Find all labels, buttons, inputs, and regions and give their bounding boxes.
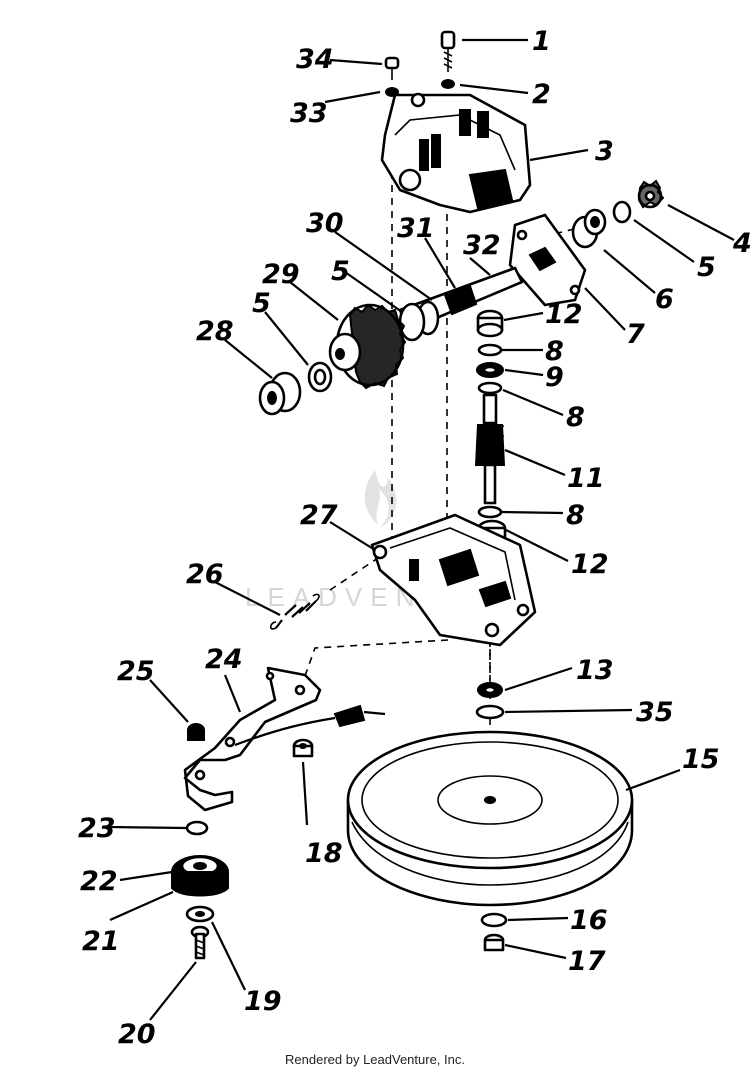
callout-4: 4	[732, 228, 750, 259]
callout-30: 30	[306, 208, 344, 239]
callout-26: 26	[186, 559, 224, 590]
nut-17	[483, 933, 505, 952]
washer-8-a	[477, 343, 503, 357]
washer-2	[441, 79, 455, 89]
callout-6: 6	[655, 284, 674, 315]
washer-33	[385, 87, 399, 97]
callout-8-c: 8	[566, 500, 585, 531]
bolt-1	[440, 30, 456, 72]
callout-12-top: 12	[545, 299, 583, 330]
callout-16: 16	[570, 905, 608, 936]
callout-7: 7	[626, 319, 645, 350]
bushing-28	[258, 371, 302, 416]
callout-12-bottom: 12	[571, 549, 609, 580]
callout-5-left-lower: 5	[252, 288, 271, 319]
washer-8-b	[477, 381, 503, 395]
callout-33: 33	[290, 98, 328, 129]
bearing-13	[477, 682, 503, 698]
callout-18: 18	[305, 838, 343, 869]
bearing-9	[476, 362, 504, 378]
bushing-12-top	[476, 309, 504, 338]
bolt-34	[384, 56, 400, 80]
idler-pulley-22	[171, 855, 229, 897]
lower-housing	[370, 513, 537, 647]
callout-11: 11	[567, 463, 605, 494]
washer-35	[475, 704, 505, 720]
bracket-24	[183, 666, 322, 812]
washer-19-hole	[195, 911, 205, 917]
callout-21: 21	[82, 926, 120, 957]
callout-35: 35	[636, 697, 674, 728]
callout-22: 22	[80, 866, 118, 897]
nut-18	[292, 738, 314, 758]
washer-5-left-hole	[313, 368, 327, 386]
washer-8-c	[477, 505, 503, 519]
callout-32: 32	[463, 230, 501, 261]
callout-34: 34	[296, 44, 334, 75]
drive-pulley-15	[346, 730, 634, 907]
bushing-6	[571, 208, 607, 249]
gear-29	[328, 303, 407, 390]
plate-7	[508, 213, 587, 307]
callout-19: 19	[244, 986, 282, 1017]
washer-23	[185, 820, 209, 836]
callout-23: 23	[78, 813, 116, 844]
callout-20: 20	[118, 1019, 156, 1050]
callout-27: 27	[300, 500, 338, 531]
cable-end	[234, 704, 386, 747]
callout-9: 9	[545, 362, 564, 393]
leader-lines	[109, 38, 735, 1021]
bolt-20	[190, 925, 210, 960]
callout-2: 2	[532, 79, 551, 110]
callout-13: 13	[576, 655, 614, 686]
washer-16	[480, 912, 508, 928]
callout-17: 17	[568, 946, 606, 977]
worm-shaft-11	[474, 393, 506, 505]
callout-24: 24	[205, 644, 243, 675]
callout-8-b: 8	[566, 402, 585, 433]
shaft-32	[398, 266, 524, 342]
callouts: 1 2 3 4 5 6 7 12 8 9 8 11 8 12 13 35 15 …	[78, 26, 750, 1050]
upper-housing	[380, 92, 532, 214]
callout-28: 28	[196, 316, 234, 347]
washer-5-right	[612, 200, 632, 224]
callout-29: 29	[262, 259, 300, 290]
callout-8-a: 8	[545, 336, 564, 367]
nut-25	[187, 723, 205, 741]
callout-31: 31	[397, 213, 435, 244]
callout-3: 3	[595, 136, 614, 167]
callout-25: 25	[117, 656, 155, 687]
callout-5-left-upper: 5	[331, 256, 350, 287]
callout-1: 1	[532, 26, 551, 57]
spring-26	[269, 593, 320, 630]
gear-4	[637, 179, 665, 209]
callout-5: 5	[697, 252, 716, 283]
footer-credit: Rendered by LeadVenture, Inc.	[285, 1052, 465, 1067]
callout-15: 15	[682, 744, 720, 775]
